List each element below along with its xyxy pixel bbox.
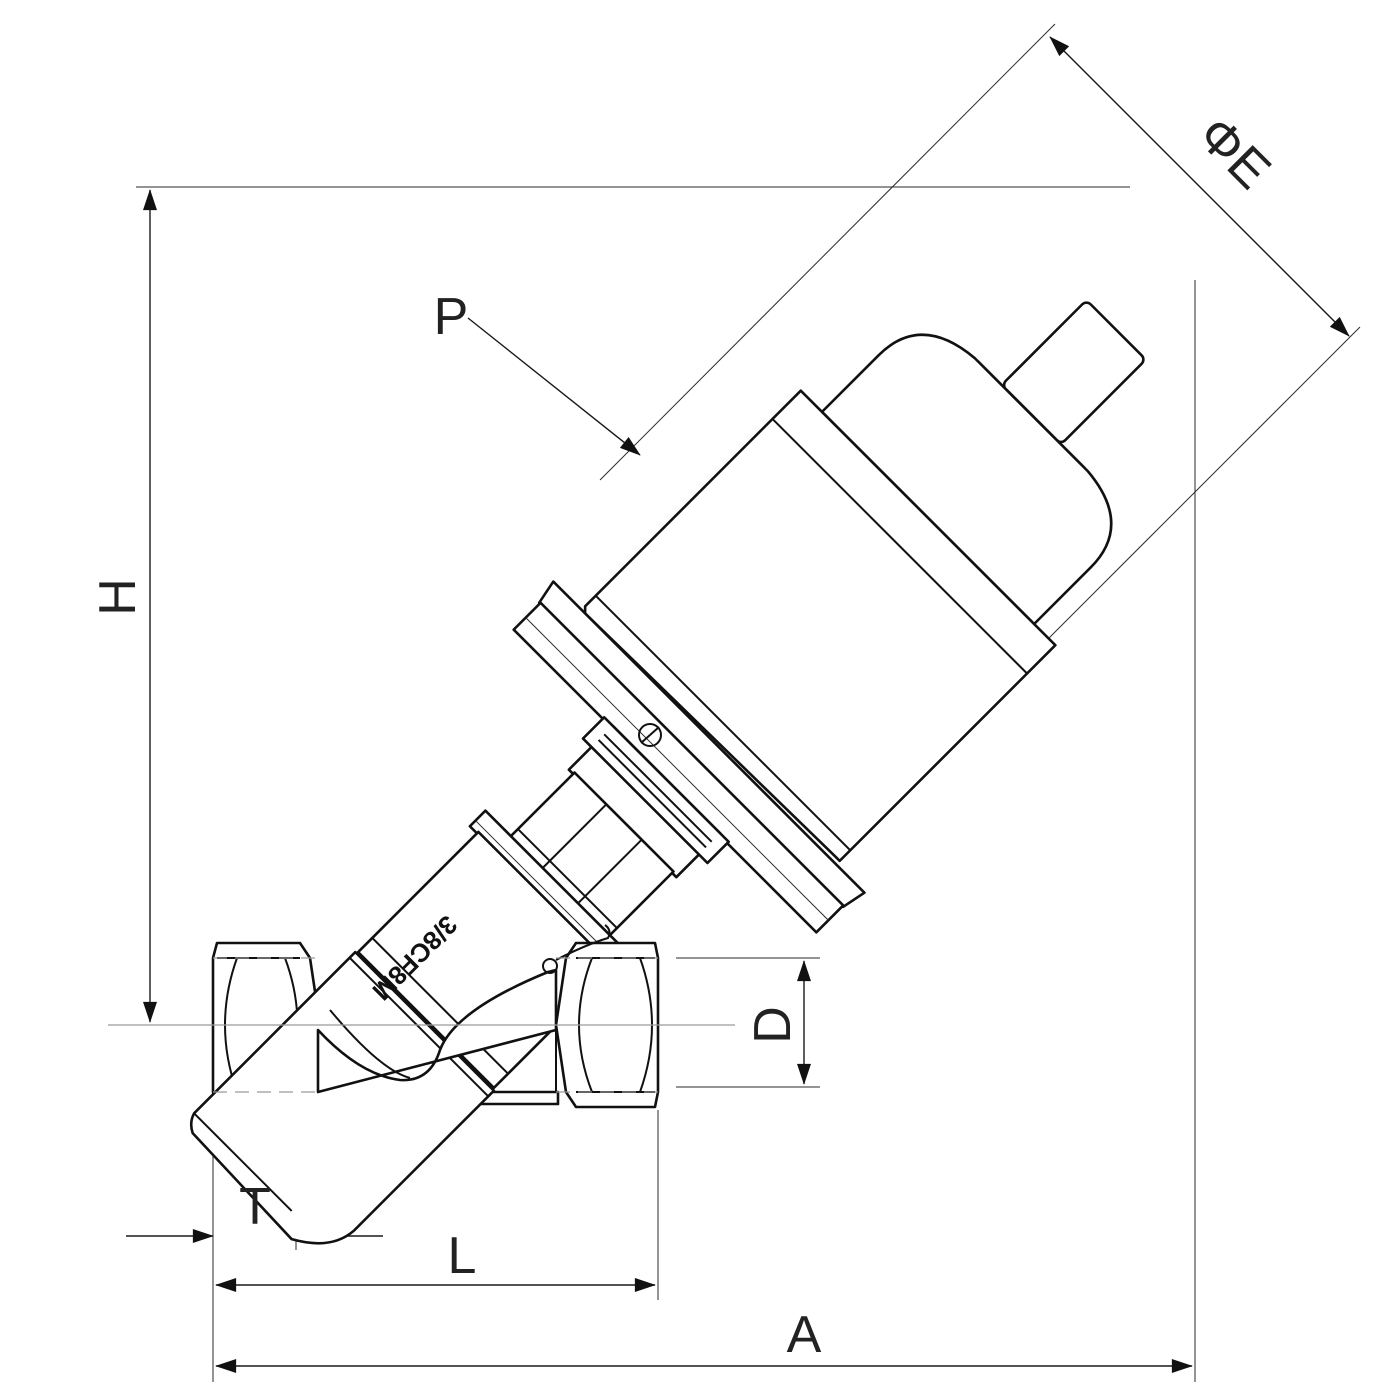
label-a: A [787, 1306, 822, 1364]
actuator-dome [820, 333, 1113, 626]
center-lines [108, 957, 735, 1093]
e-extension-left [599, 23, 1056, 481]
label-d: D [744, 1006, 802, 1044]
label-t: T [239, 1178, 271, 1236]
label-h: H [89, 578, 147, 616]
body-weld-point [542, 958, 558, 974]
label-p: P [434, 288, 469, 346]
set-screw-icon [638, 723, 662, 747]
actuator [512, 301, 1145, 934]
body-bowl [316, 968, 558, 1094]
label-e: ΦE [1187, 106, 1282, 201]
bushing-lip [581, 716, 730, 865]
p-leader [467, 317, 641, 456]
e-dimension-line [1049, 36, 1350, 337]
bonnet-assembly [356, 716, 730, 1090]
label-l: L [448, 1227, 477, 1285]
